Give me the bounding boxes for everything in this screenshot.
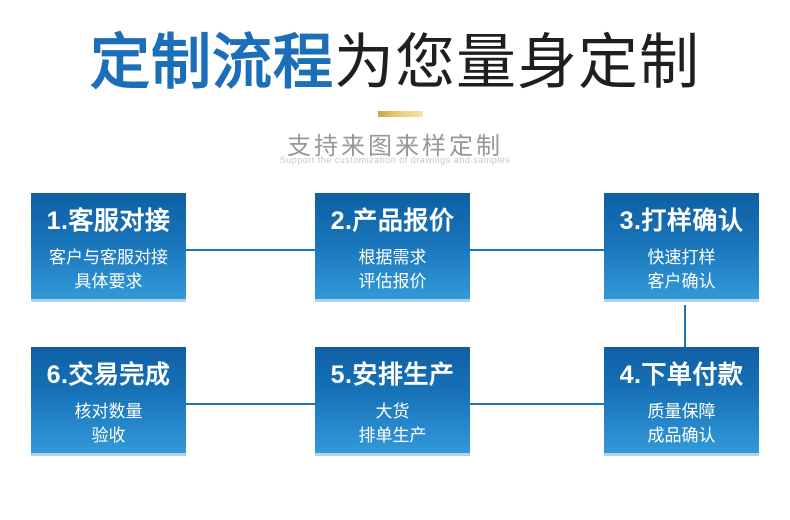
step-box-6: 6.交易完成 核对数量 验收: [31, 347, 186, 456]
step-title: 2.产品报价: [330, 206, 455, 235]
step-line: 排单生产: [358, 425, 427, 445]
step-line: 成品确认: [647, 425, 716, 445]
step-line: 评估报价: [358, 271, 427, 291]
step-box-5: 5.安排生产 大货 排单生产: [315, 347, 470, 456]
step-box-1: 1.客服对接 客户与客服对接 具体要求: [31, 193, 186, 302]
step-line: 客户确认: [647, 271, 716, 291]
connector-step5-step6: [186, 403, 316, 405]
subtitle-english: Support the customization of drawings an…: [279, 155, 511, 165]
step-line: 快速打样: [647, 247, 716, 267]
page-title-rest: 为您量身定制: [334, 29, 700, 96]
step-title: 4.下单付款: [619, 360, 744, 389]
connector-step2-step3: [466, 249, 604, 251]
step-line: 核对数量: [74, 401, 143, 421]
step-box-3: 3.打样确认 快速打样 客户确认: [604, 193, 759, 302]
step-line: 验收: [91, 425, 126, 445]
connector-step4-step5: [466, 403, 604, 405]
step-line: 质量保障: [647, 401, 716, 421]
connector-step1-step2: [186, 249, 316, 251]
step-line: 大货: [375, 401, 410, 421]
step-title: 1.客服对接: [46, 206, 171, 235]
step-title: 5.安排生产: [330, 360, 455, 389]
step-line: 具体要求: [74, 271, 143, 291]
page-title-highlight: 定制流程: [90, 29, 334, 96]
gold-divider-bar: [378, 111, 423, 117]
step-box-2: 2.产品报价 根据需求 评估报价: [315, 193, 470, 302]
step-title: 6.交易完成: [46, 360, 171, 389]
page-title: 定制流程为您量身定制: [0, 24, 790, 102]
step-line: 根据需求: [358, 247, 427, 267]
connector-step3-step4: [684, 305, 686, 347]
step-box-4: 4.下单付款 质量保障 成品确认: [604, 347, 759, 456]
step-title: 3.打样确认: [619, 206, 744, 235]
step-line: 客户与客服对接: [49, 247, 168, 267]
subtitle: 支持来图来样定制: [287, 133, 503, 160]
